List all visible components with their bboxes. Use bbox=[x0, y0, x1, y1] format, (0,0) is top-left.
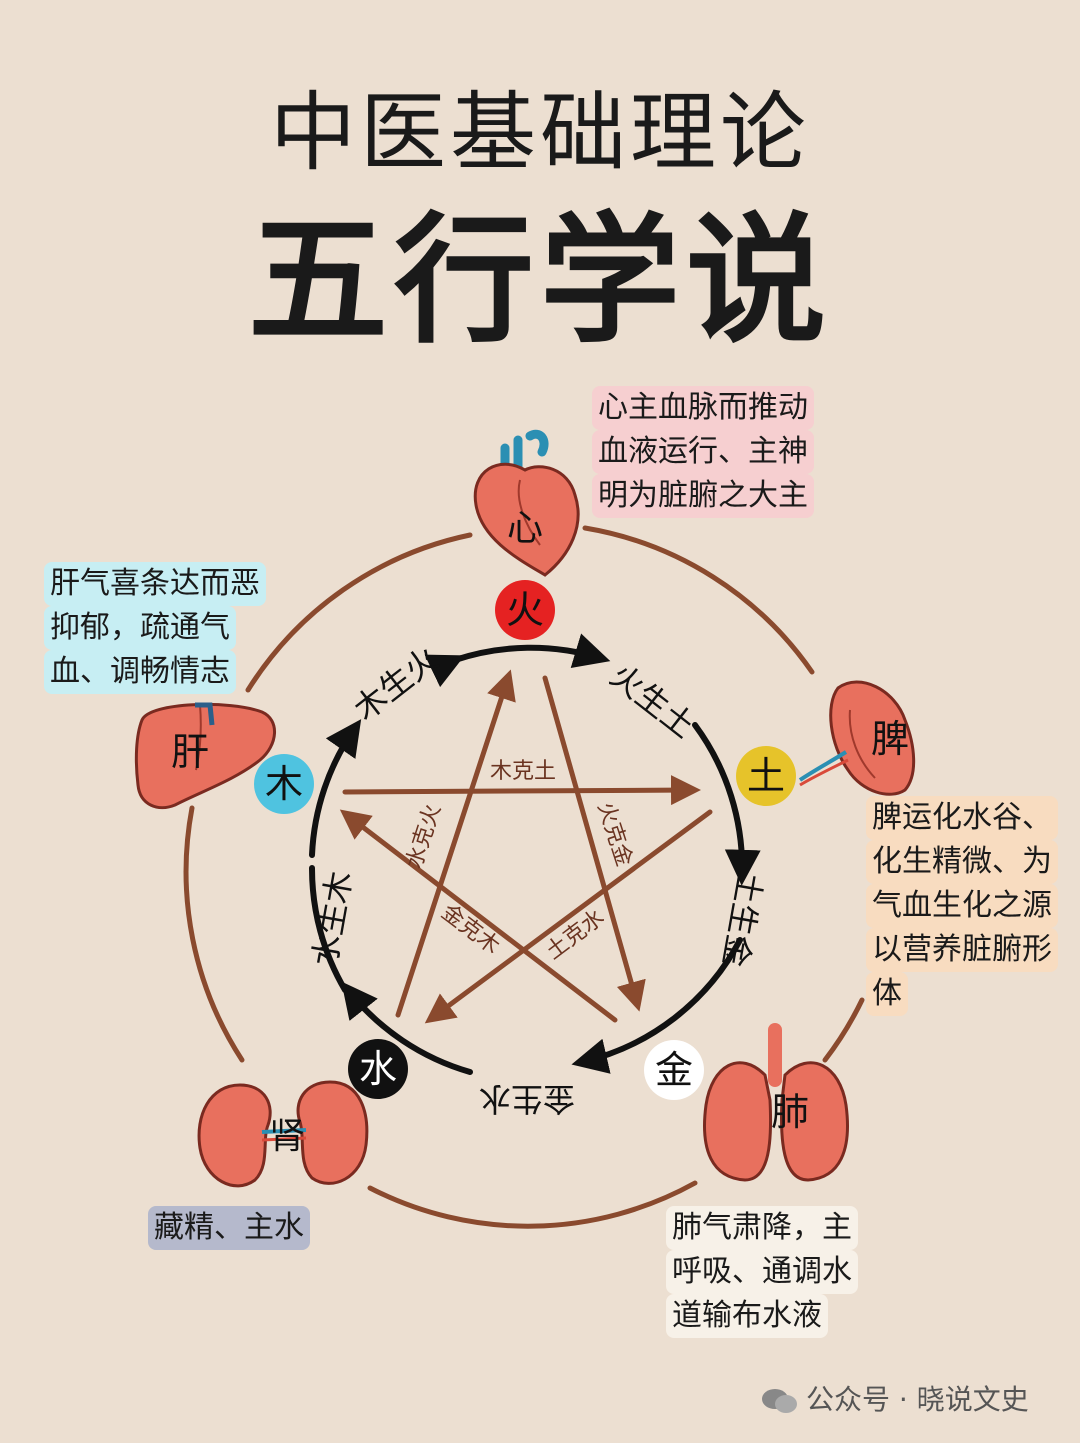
element-metal-label: 金 bbox=[655, 1048, 693, 1092]
note-heart-line: 明为脏腑之大主 bbox=[592, 474, 814, 518]
kidney-icon: 肾 bbox=[197, 1080, 369, 1188]
element-wood-label: 木 bbox=[265, 762, 303, 806]
element-fire-label: 火 bbox=[506, 588, 544, 632]
note-liver-line: 血、调畅情志 bbox=[44, 650, 236, 694]
arrow-wood-fire-line bbox=[309, 719, 362, 858]
star-wood-earth bbox=[342, 775, 701, 806]
element-metal: 金 bbox=[644, 1040, 704, 1100]
ring-arc-lung-kidney bbox=[367, 1180, 698, 1229]
controlling-star bbox=[339, 669, 713, 1024]
organ-liver-label: 肝 bbox=[171, 730, 209, 774]
organ-heart-label: 心 bbox=[507, 508, 543, 549]
element-earth-label: 土 bbox=[747, 754, 785, 798]
lung-icon: 肺 bbox=[703, 1023, 849, 1182]
ring-arc-liver-heart bbox=[245, 532, 473, 693]
note-heart: 心主血脉而推动血液运行、主神明为脏腑之大主 bbox=[592, 386, 814, 518]
note-spleen-line: 体 bbox=[866, 972, 908, 1016]
ring-arc-spleen-lung bbox=[822, 997, 865, 1063]
liver-icon: 肝 bbox=[134, 702, 276, 810]
label-water-fire: 水克火 bbox=[402, 801, 446, 872]
watermark: 公众号 · 晓说文史 bbox=[760, 1378, 1029, 1418]
star-earth-water bbox=[424, 809, 713, 1024]
arrow-fire-top bbox=[452, 633, 611, 668]
organ-lung-label: 肺 bbox=[771, 1090, 809, 1134]
note-lung-line: 呼吸、通调水 bbox=[666, 1250, 858, 1294]
label-wood-earth: 木克土 bbox=[490, 759, 556, 784]
arrow-metal-water bbox=[341, 981, 473, 1075]
note-spleen-line: 以营养脏腑形 bbox=[866, 928, 1058, 972]
element-earth: 土 bbox=[736, 746, 796, 806]
spleen-icon: 脾 bbox=[798, 680, 916, 796]
subtitle: 五行学说 bbox=[247, 200, 832, 363]
note-spleen: 脾运化水谷、化生精微、为气血生化之源以营养脏腑形体 bbox=[866, 796, 1058, 1016]
element-water: 水 bbox=[348, 1039, 408, 1099]
label-metal-water: 金生水 bbox=[479, 1080, 575, 1118]
note-kidney-line: 藏精、主水 bbox=[148, 1206, 310, 1250]
element-fire: 火 bbox=[495, 580, 555, 640]
label-wood-fire: 木生火 bbox=[347, 639, 446, 728]
star-metal-wood bbox=[339, 809, 618, 1023]
note-lung-line: 肺气肃降，主 bbox=[666, 1206, 858, 1250]
note-lung-line: 道输布水液 bbox=[666, 1294, 828, 1338]
generating-cycle bbox=[308, 633, 761, 1075]
heart-icon: 心 bbox=[473, 429, 580, 577]
element-wood: 木 bbox=[254, 754, 314, 814]
note-spleen-line: 化生精微、为 bbox=[866, 840, 1058, 884]
wechat-icon bbox=[762, 1389, 797, 1413]
arrow-fire-earth bbox=[692, 722, 761, 886]
note-liver-line: 抑郁，疏通气 bbox=[44, 606, 236, 650]
title: 中医基础理论 bbox=[270, 83, 810, 183]
label-fire-earth: 火生土 bbox=[603, 656, 702, 745]
note-spleen-line: 气血生化之源 bbox=[866, 884, 1058, 928]
organ-spleen-label: 脾 bbox=[871, 717, 909, 761]
arrow-earth-metal bbox=[571, 937, 743, 1074]
note-liver-line: 肝气喜条达而恶 bbox=[44, 562, 266, 606]
label-earth-metal: 土生金 bbox=[715, 869, 769, 970]
ring-arc-heart-spleen bbox=[582, 525, 815, 675]
outer-ring bbox=[183, 525, 865, 1229]
star-water-fire bbox=[395, 669, 516, 1018]
watermark-text: 公众号 · 晓说文史 bbox=[806, 1383, 1029, 1416]
note-heart-line: 心主血脉而推动 bbox=[592, 386, 814, 430]
note-lung: 肺气肃降，主呼吸、通调水道输布水液 bbox=[666, 1206, 858, 1338]
note-liver: 肝气喜条达而恶抑郁，疏通气血、调畅情志 bbox=[44, 562, 266, 694]
star-fire-metal bbox=[542, 675, 646, 1012]
note-spleen-line: 脾运化水谷、 bbox=[866, 796, 1058, 840]
note-heart-line: 血液运行、主神 bbox=[592, 430, 814, 474]
label-fire-metal: 火克金 bbox=[592, 799, 636, 870]
element-water-label: 水 bbox=[359, 1047, 397, 1091]
note-kidney: 藏精、主水 bbox=[148, 1206, 310, 1250]
ring-arc-kidney-liver bbox=[183, 805, 245, 1063]
organ-kidney-label: 肾 bbox=[269, 1116, 305, 1157]
arrow-water-wood bbox=[308, 865, 348, 993]
